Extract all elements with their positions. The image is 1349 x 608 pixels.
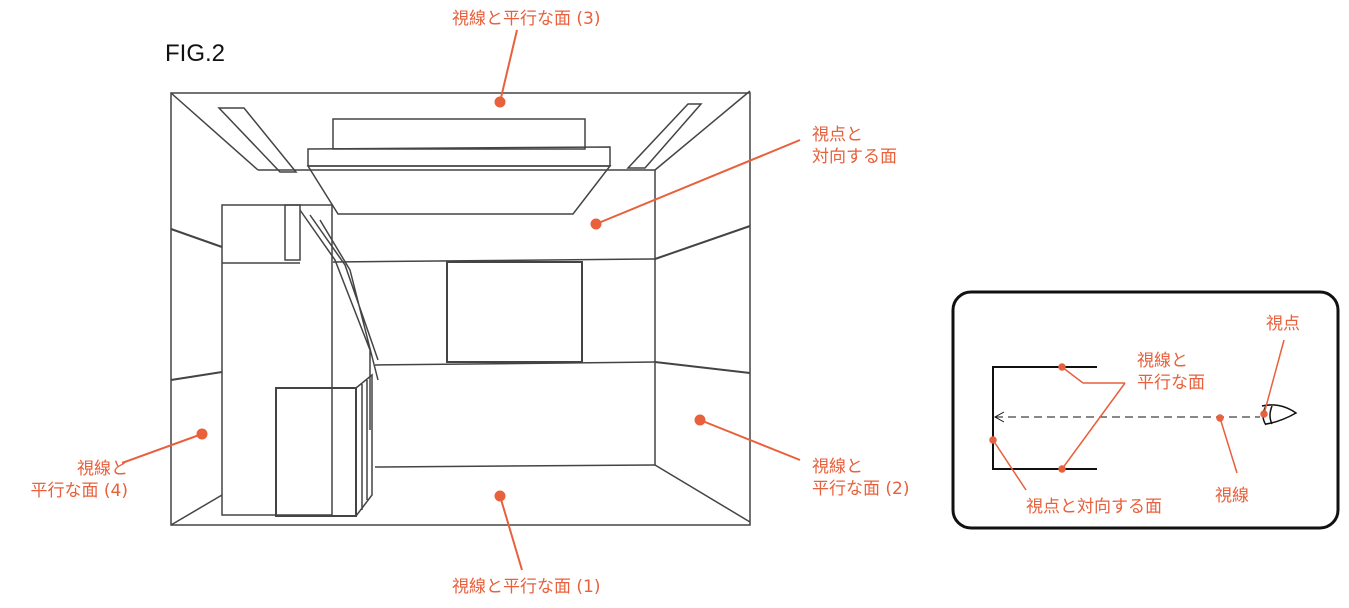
- inset-diagram: [951, 290, 1340, 530]
- label-line: 視線と: [77, 459, 128, 479]
- room-lines: [170, 90, 751, 526]
- room-callouts: [121, 29, 801, 571]
- label-right-wall: 視線と平行な面 (2): [812, 456, 909, 500]
- callout-dot: [494, 96, 506, 108]
- label-line: 対向する面: [812, 147, 897, 167]
- inset-label-viewpoint: 視点: [1266, 314, 1300, 334]
- label-left-wall-text: 視線と平行な面 (4): [8, 458, 128, 502]
- label-back-wall: 視点と対向する面: [812, 124, 897, 168]
- label-line: 視線と: [1137, 351, 1188, 371]
- inset-label-sightline: 視線: [1215, 486, 1249, 506]
- label-line: 平行な面 (4): [30, 481, 128, 501]
- label-floor: 視線と平行な面 (1): [452, 577, 601, 597]
- inset-label-parallel: 視線と平行な面: [1137, 350, 1205, 394]
- label-line: 視点と: [812, 125, 863, 145]
- inset-label-facing: 視点と対向する面: [1026, 497, 1162, 517]
- label-line: 平行な面: [1137, 373, 1205, 393]
- label-ceiling: 視線と平行な面 (3): [452, 9, 601, 29]
- label-line: 平行な面 (2): [812, 479, 910, 499]
- label-line: 視線と: [812, 457, 863, 477]
- figure-label: FIG.2: [165, 40, 226, 67]
